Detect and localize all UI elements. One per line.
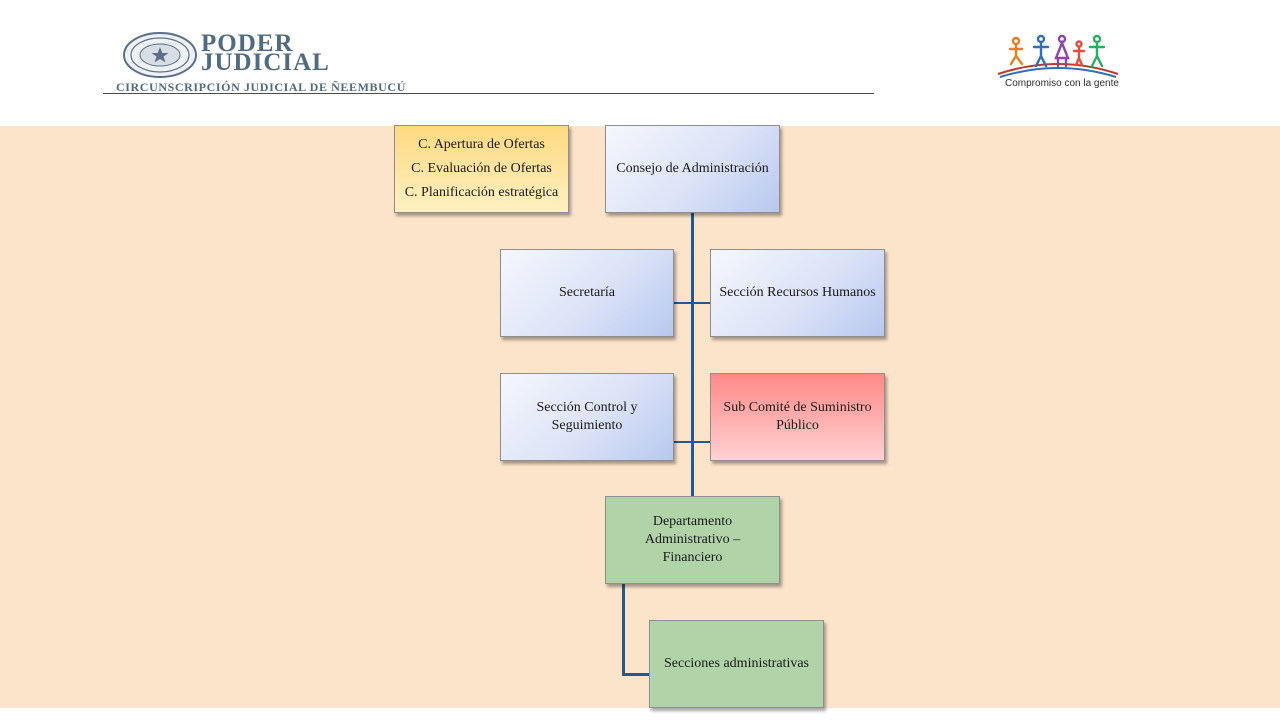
footer-strip [0,708,1280,720]
connector-sections [622,673,650,676]
committees-box: C. Apertura de Ofertas C. Evaluación de … [394,125,569,213]
subcommittee-box: Sub Comité de Suministro Público [710,373,885,461]
committee-planificacion: C. Planificación estratégica [404,185,559,200]
secretary-box: Secretaría [500,249,674,337]
compromiso-logo-icon [997,34,1119,78]
national-seal-icon [123,32,197,78]
logo-text-poder: PODER [201,30,294,57]
header-divider [103,93,874,94]
logo-text-judicial: JUDICIAL [201,49,330,76]
logo-tagline: Compromiso con la gente [1005,78,1119,89]
connector-secretary [673,302,692,304]
logo-subtitle: CIRCUNSCRIPCIÓN JUDICIAL DE ÑEEMBUCÚ [116,80,406,94]
department-box: Departamento Administrativo – Financiero [605,496,780,584]
sections-box: Secciones administrativas [649,620,824,708]
hr-box: Sección Recursos Humanos [710,249,885,337]
connector-hr [693,302,711,304]
control-box: Sección Control y Seguimiento [500,373,674,461]
committee-apertura: C. Apertura de Ofertas [418,137,545,152]
connector-main-vertical [691,212,694,496]
header-bar: PODER JUDICIAL CIRCUNSCRIPCIÓN JUDICIAL … [0,0,1280,126]
connector-control [673,441,692,443]
connector-dept-vertical [622,582,625,676]
connector-subcommittee [693,441,711,443]
council-box: Consejo de Administración [605,125,780,213]
committee-evaluacion: C. Evaluación de Ofertas [411,161,552,176]
